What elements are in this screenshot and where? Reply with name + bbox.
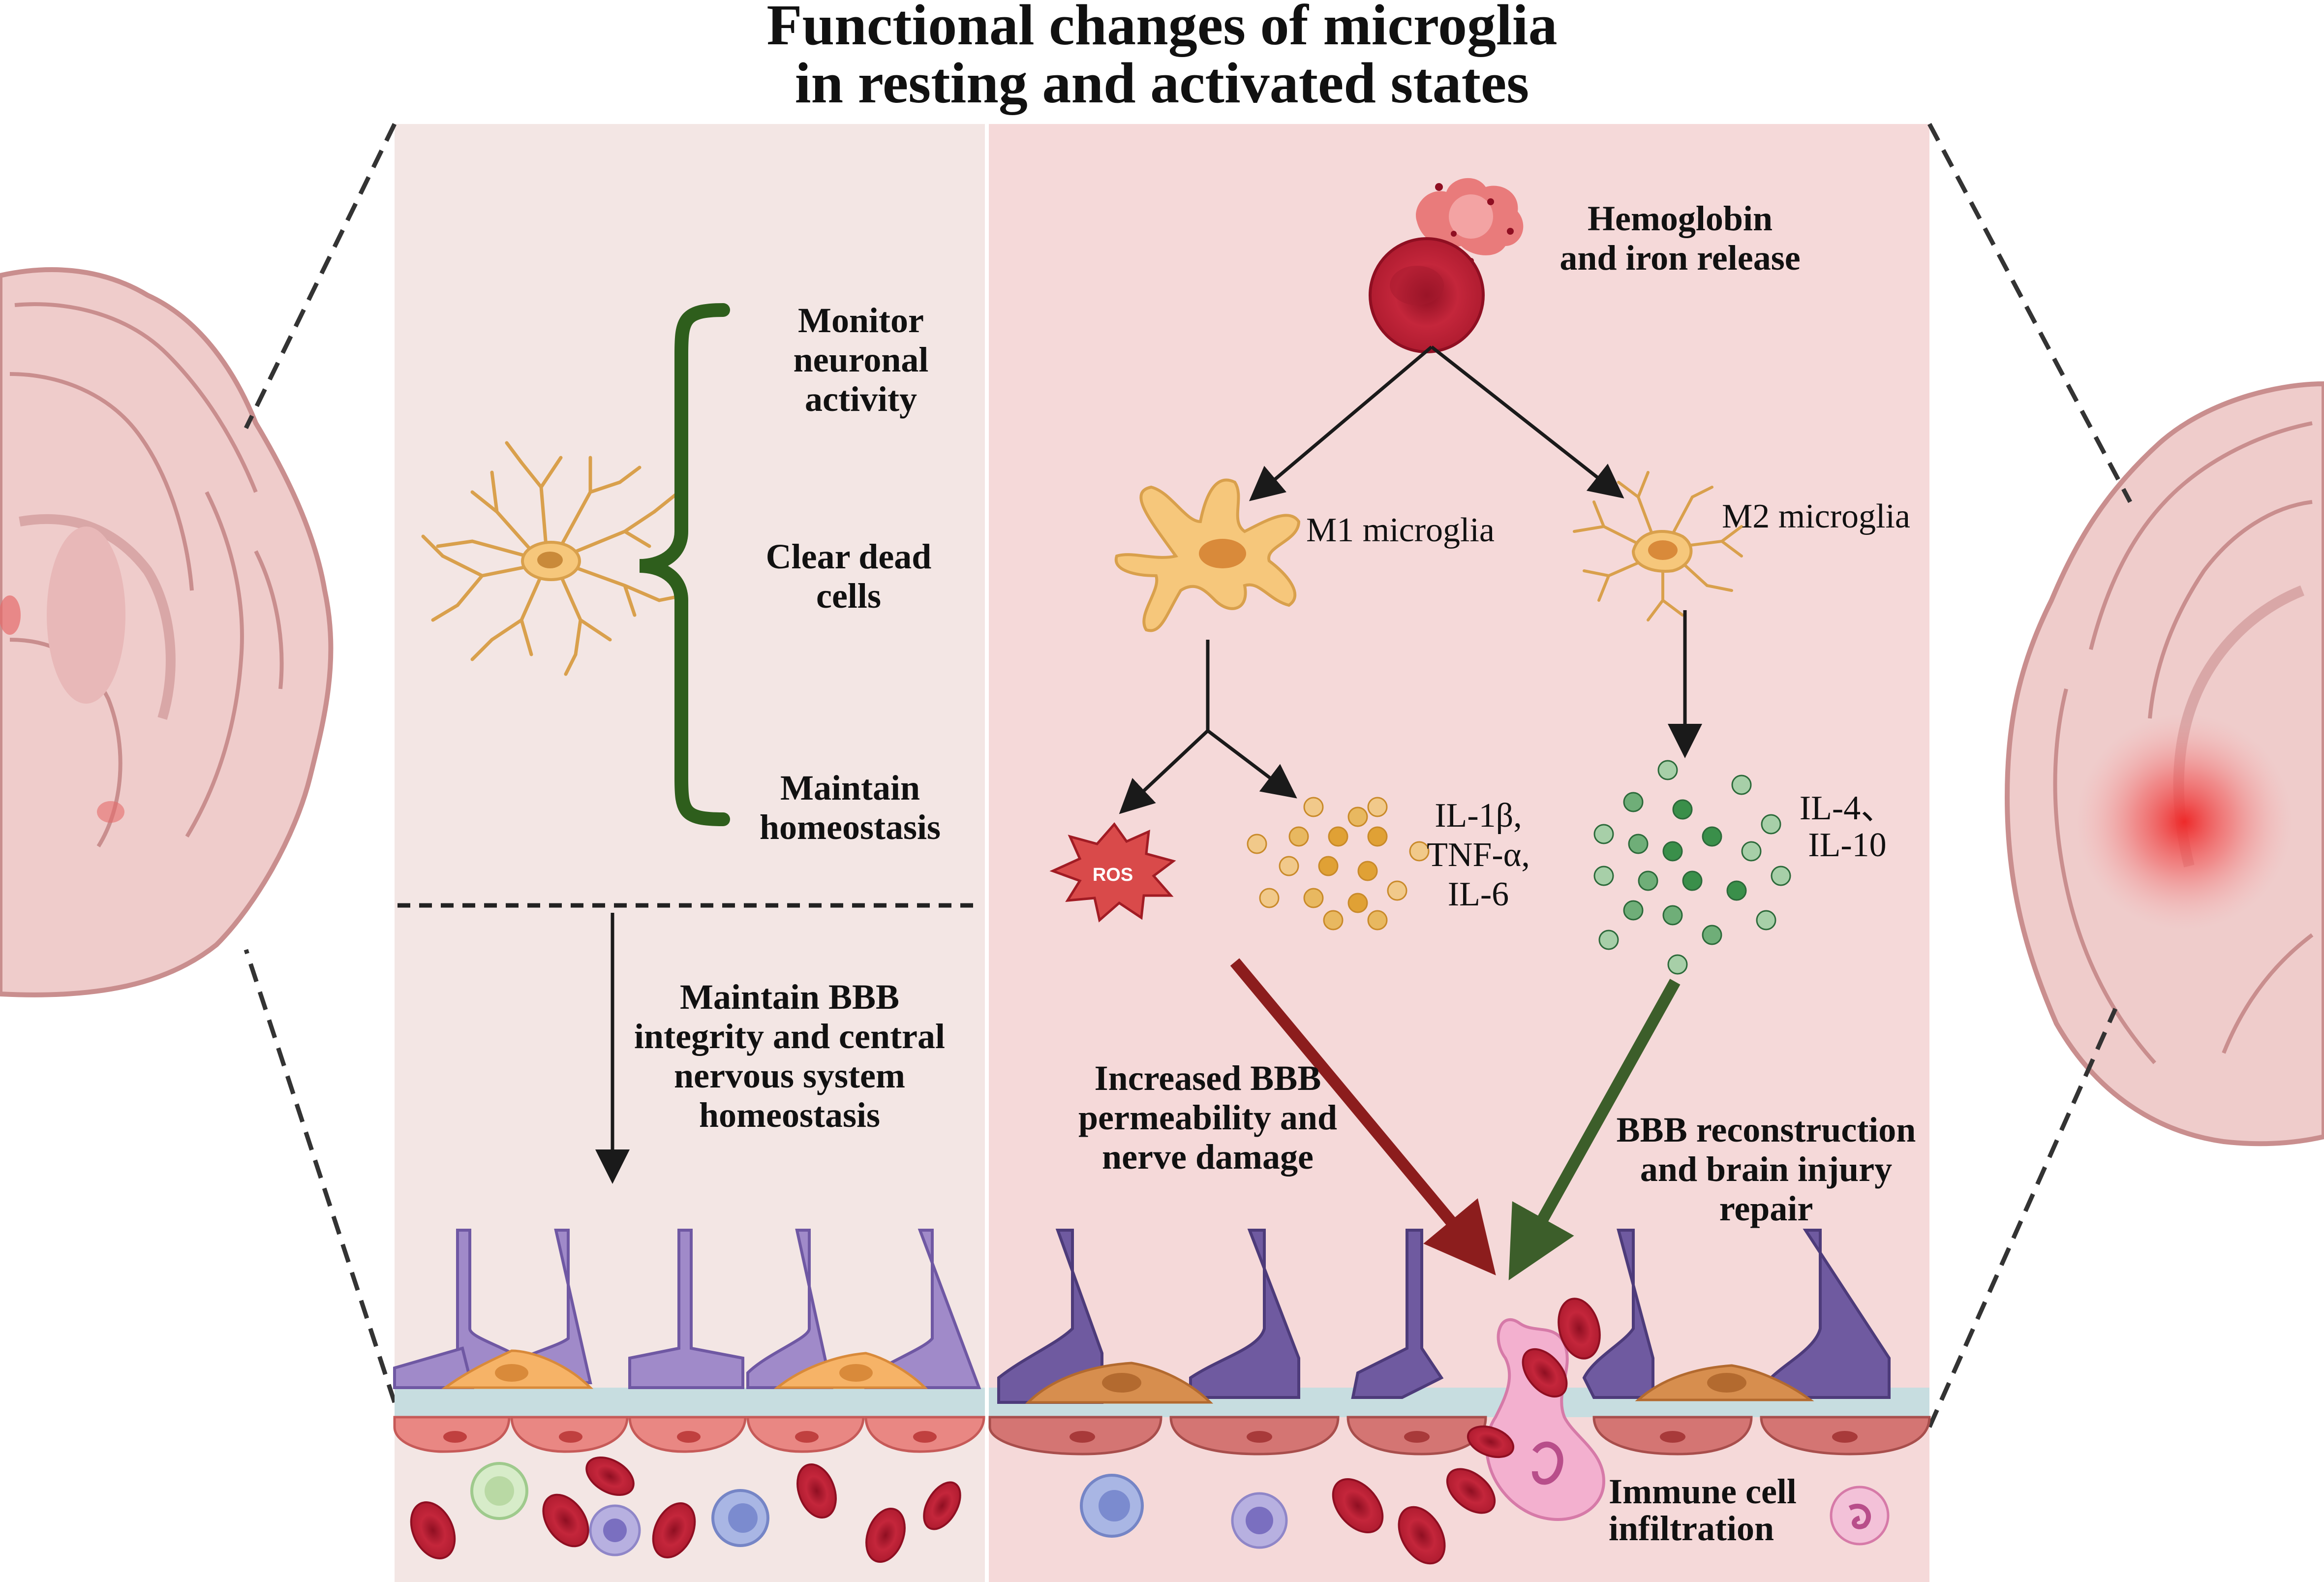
m2-cytokine-particles xyxy=(1593,760,1791,975)
svg-text:repair: repair xyxy=(1719,1189,1813,1228)
immune-text: Immune cell infiltration xyxy=(1609,1472,1797,1548)
svg-text:and iron release: and iron release xyxy=(1560,238,1800,278)
m1-cytokine-particles xyxy=(1247,797,1430,931)
svg-text:nervous system: nervous system xyxy=(674,1056,905,1095)
svg-text:Hemoglobin: Hemoglobin xyxy=(1588,199,1773,238)
svg-text:Monitor: Monitor xyxy=(798,301,924,340)
arrow-to-m1-cytokines xyxy=(1206,729,1297,799)
title-line-2: in resting and activated states xyxy=(795,51,1529,115)
arrow-to-m2 xyxy=(1430,345,1624,498)
brace xyxy=(639,303,730,826)
svg-text:homeostasis: homeostasis xyxy=(760,807,941,847)
m2-effect-text: BBB reconstruction and brain injury repa… xyxy=(1617,1110,1916,1228)
svg-text:activity: activity xyxy=(805,379,917,419)
svg-text:IL-1β,: IL-1β, xyxy=(1435,797,1522,835)
arrow-to-m1 xyxy=(1249,345,1433,501)
function-clear: Clear dead cells xyxy=(766,537,932,616)
svg-text:homeostasis: homeostasis xyxy=(699,1095,880,1135)
activated-bbb xyxy=(988,1229,1931,1549)
svg-text:permeability and: permeability and xyxy=(1078,1098,1337,1137)
svg-text:IL-10: IL-10 xyxy=(1808,826,1886,864)
svg-text:Immune cell: Immune cell xyxy=(1609,1472,1797,1511)
svg-text:integrity and central: integrity and central xyxy=(634,1017,945,1056)
svg-text:and brain injury: and brain injury xyxy=(1640,1149,1892,1189)
svg-text:nerve damage: nerve damage xyxy=(1102,1137,1314,1177)
m2-microglia xyxy=(1573,471,1743,621)
m2-cytokines-text: IL-4、 IL-10 xyxy=(1800,789,1895,864)
m1-label: M1 microglia xyxy=(1306,511,1495,549)
svg-text:TNF-α,: TNF-α, xyxy=(1427,836,1530,874)
svg-text:cells: cells xyxy=(816,576,881,616)
red-blood-cells xyxy=(410,1298,1601,1565)
damage-arrow xyxy=(1230,958,1496,1275)
m1-cytokines-text: IL-1β, TNF-α, IL-6 xyxy=(1427,797,1530,913)
repair-arrow xyxy=(1508,979,1681,1280)
svg-text:BBB reconstruction: BBB reconstruction xyxy=(1617,1110,1916,1149)
svg-text:Clear dead: Clear dead xyxy=(766,537,932,576)
trigger-text: Hemoglobin and iron release xyxy=(1560,199,1800,278)
m2-label: M2 microglia xyxy=(1722,497,1910,535)
m1-microglia xyxy=(1114,478,1301,632)
brain-slice-left xyxy=(0,267,334,997)
title-line-1: Functional changes of microglia xyxy=(766,0,1557,57)
lesion-hotspot xyxy=(2076,713,2293,930)
function-monitor: Monitor neuronal activity xyxy=(794,301,929,419)
svg-text:Increased BBB: Increased BBB xyxy=(1095,1058,1321,1098)
resting-bbb xyxy=(393,1229,985,1556)
ros-burst: ROS xyxy=(1049,822,1176,923)
resting-microglia xyxy=(421,441,686,676)
svg-text:IL-4、: IL-4、 xyxy=(1800,789,1895,827)
svg-text:IL-6: IL-6 xyxy=(1448,875,1509,913)
m1-effect-text: Increased BBB permeability and nerve dam… xyxy=(1078,1058,1337,1177)
brain-slice-right xyxy=(2004,381,2324,1147)
svg-text:Maintain: Maintain xyxy=(780,768,920,807)
function-homeostasis: Maintain homeostasis xyxy=(760,768,941,847)
svg-text:infiltration: infiltration xyxy=(1609,1509,1774,1548)
svg-text:ROS: ROS xyxy=(1093,865,1133,885)
zoom-lines xyxy=(244,123,2132,1428)
svg-text:neuronal: neuronal xyxy=(794,340,929,379)
arrow-to-ros xyxy=(1119,729,1209,814)
svg-text:Maintain BBB: Maintain BBB xyxy=(680,977,899,1017)
resting-bbb-text: Maintain BBB integrity and central nervo… xyxy=(634,977,945,1135)
